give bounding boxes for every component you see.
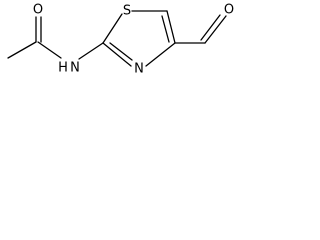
chemical-structure-drawing: O H N S N O [7, 3, 234, 77]
bond-methyl-carbonyl [7, 41, 37, 59]
bond-c4-n3 [145, 42, 176, 67]
structure-canvas: O H N S N O [0, 0, 240, 92]
aldehyde-oxygen-label: O [224, 3, 234, 18]
bond-n3-c2-2 [109, 42, 133, 61]
amide-hydrogen-label: H [58, 61, 68, 76]
acetyl-oxygen-label: O [33, 3, 43, 18]
bond-aldehyde-c-o-2 [200, 14, 221, 41]
ring-sulfur-label: S [123, 4, 131, 19]
ring-nitrogen-label: N [134, 62, 144, 77]
bond-c5-c4-2 [161, 15, 170, 43]
amide-nitrogen-label: N [70, 61, 80, 76]
bond-aldehyde-c-o-1 [204, 15, 227, 44]
bond-c5-c4-1 [166, 10, 176, 44]
bond-c2-s [102, 13, 123, 44]
bond-n-c2 [78, 42, 104, 60]
bond-carbonyl-n [37, 41, 62, 59]
bond-n3-c2-1 [102, 42, 132, 67]
